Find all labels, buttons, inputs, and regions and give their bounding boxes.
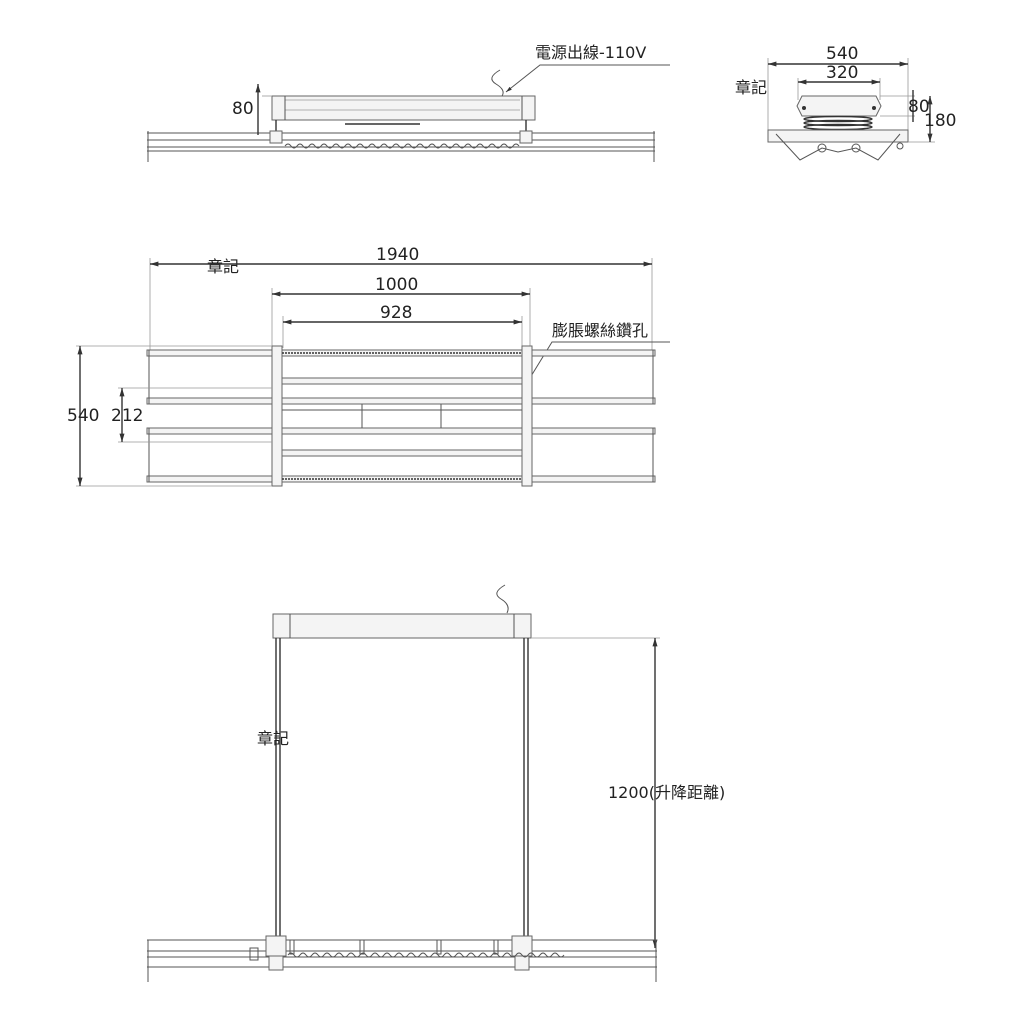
power-cord (496, 584, 509, 614)
drying-rails (147, 939, 657, 982)
elevation-view: 80 電源出線-110V (147, 43, 670, 162)
hanger-cable (287, 952, 565, 958)
anchor-hole-label: 膨脹螺絲鑽孔 (552, 321, 648, 340)
overall-width: 540 (67, 406, 99, 426)
width-dimension: 540 (826, 44, 858, 64)
overall-length: 1940 (376, 245, 419, 265)
scissor-springs (803, 115, 873, 131)
base-frame (767, 129, 909, 143)
drying-rails (146, 349, 656, 483)
power-leader-line (505, 64, 670, 93)
total-height-dimension: 180 (924, 111, 956, 131)
stamp-label: 章記 (735, 78, 767, 97)
plate-dimension: 320 (826, 63, 858, 83)
power-cord (491, 69, 504, 97)
height-dimension: 80 (232, 99, 254, 119)
side-view: 章記 540 320 80 180 (735, 44, 956, 161)
plan-view: 章記 1940 1000 928 膨脹螺絲鑽孔 (67, 245, 670, 487)
power-label: 電源出線-110V (535, 43, 646, 62)
motor-housing (272, 613, 532, 639)
lift-view: 章記 1200(升降距離) (147, 584, 725, 982)
stamp-label: 章記 (207, 257, 239, 276)
lift-distance: 1200(升降距離) (608, 783, 725, 802)
small-height-dimension: 80 (908, 97, 930, 117)
stamp-label: 章記 (257, 729, 289, 748)
mount-plate (796, 95, 882, 117)
drying-rails (147, 131, 655, 162)
inner-width: 212 (111, 406, 143, 426)
hanger-cable (284, 143, 520, 149)
anchor-leader-line (524, 341, 670, 387)
frame-length: 1000 (375, 275, 418, 295)
inner-length: 928 (380, 303, 412, 323)
